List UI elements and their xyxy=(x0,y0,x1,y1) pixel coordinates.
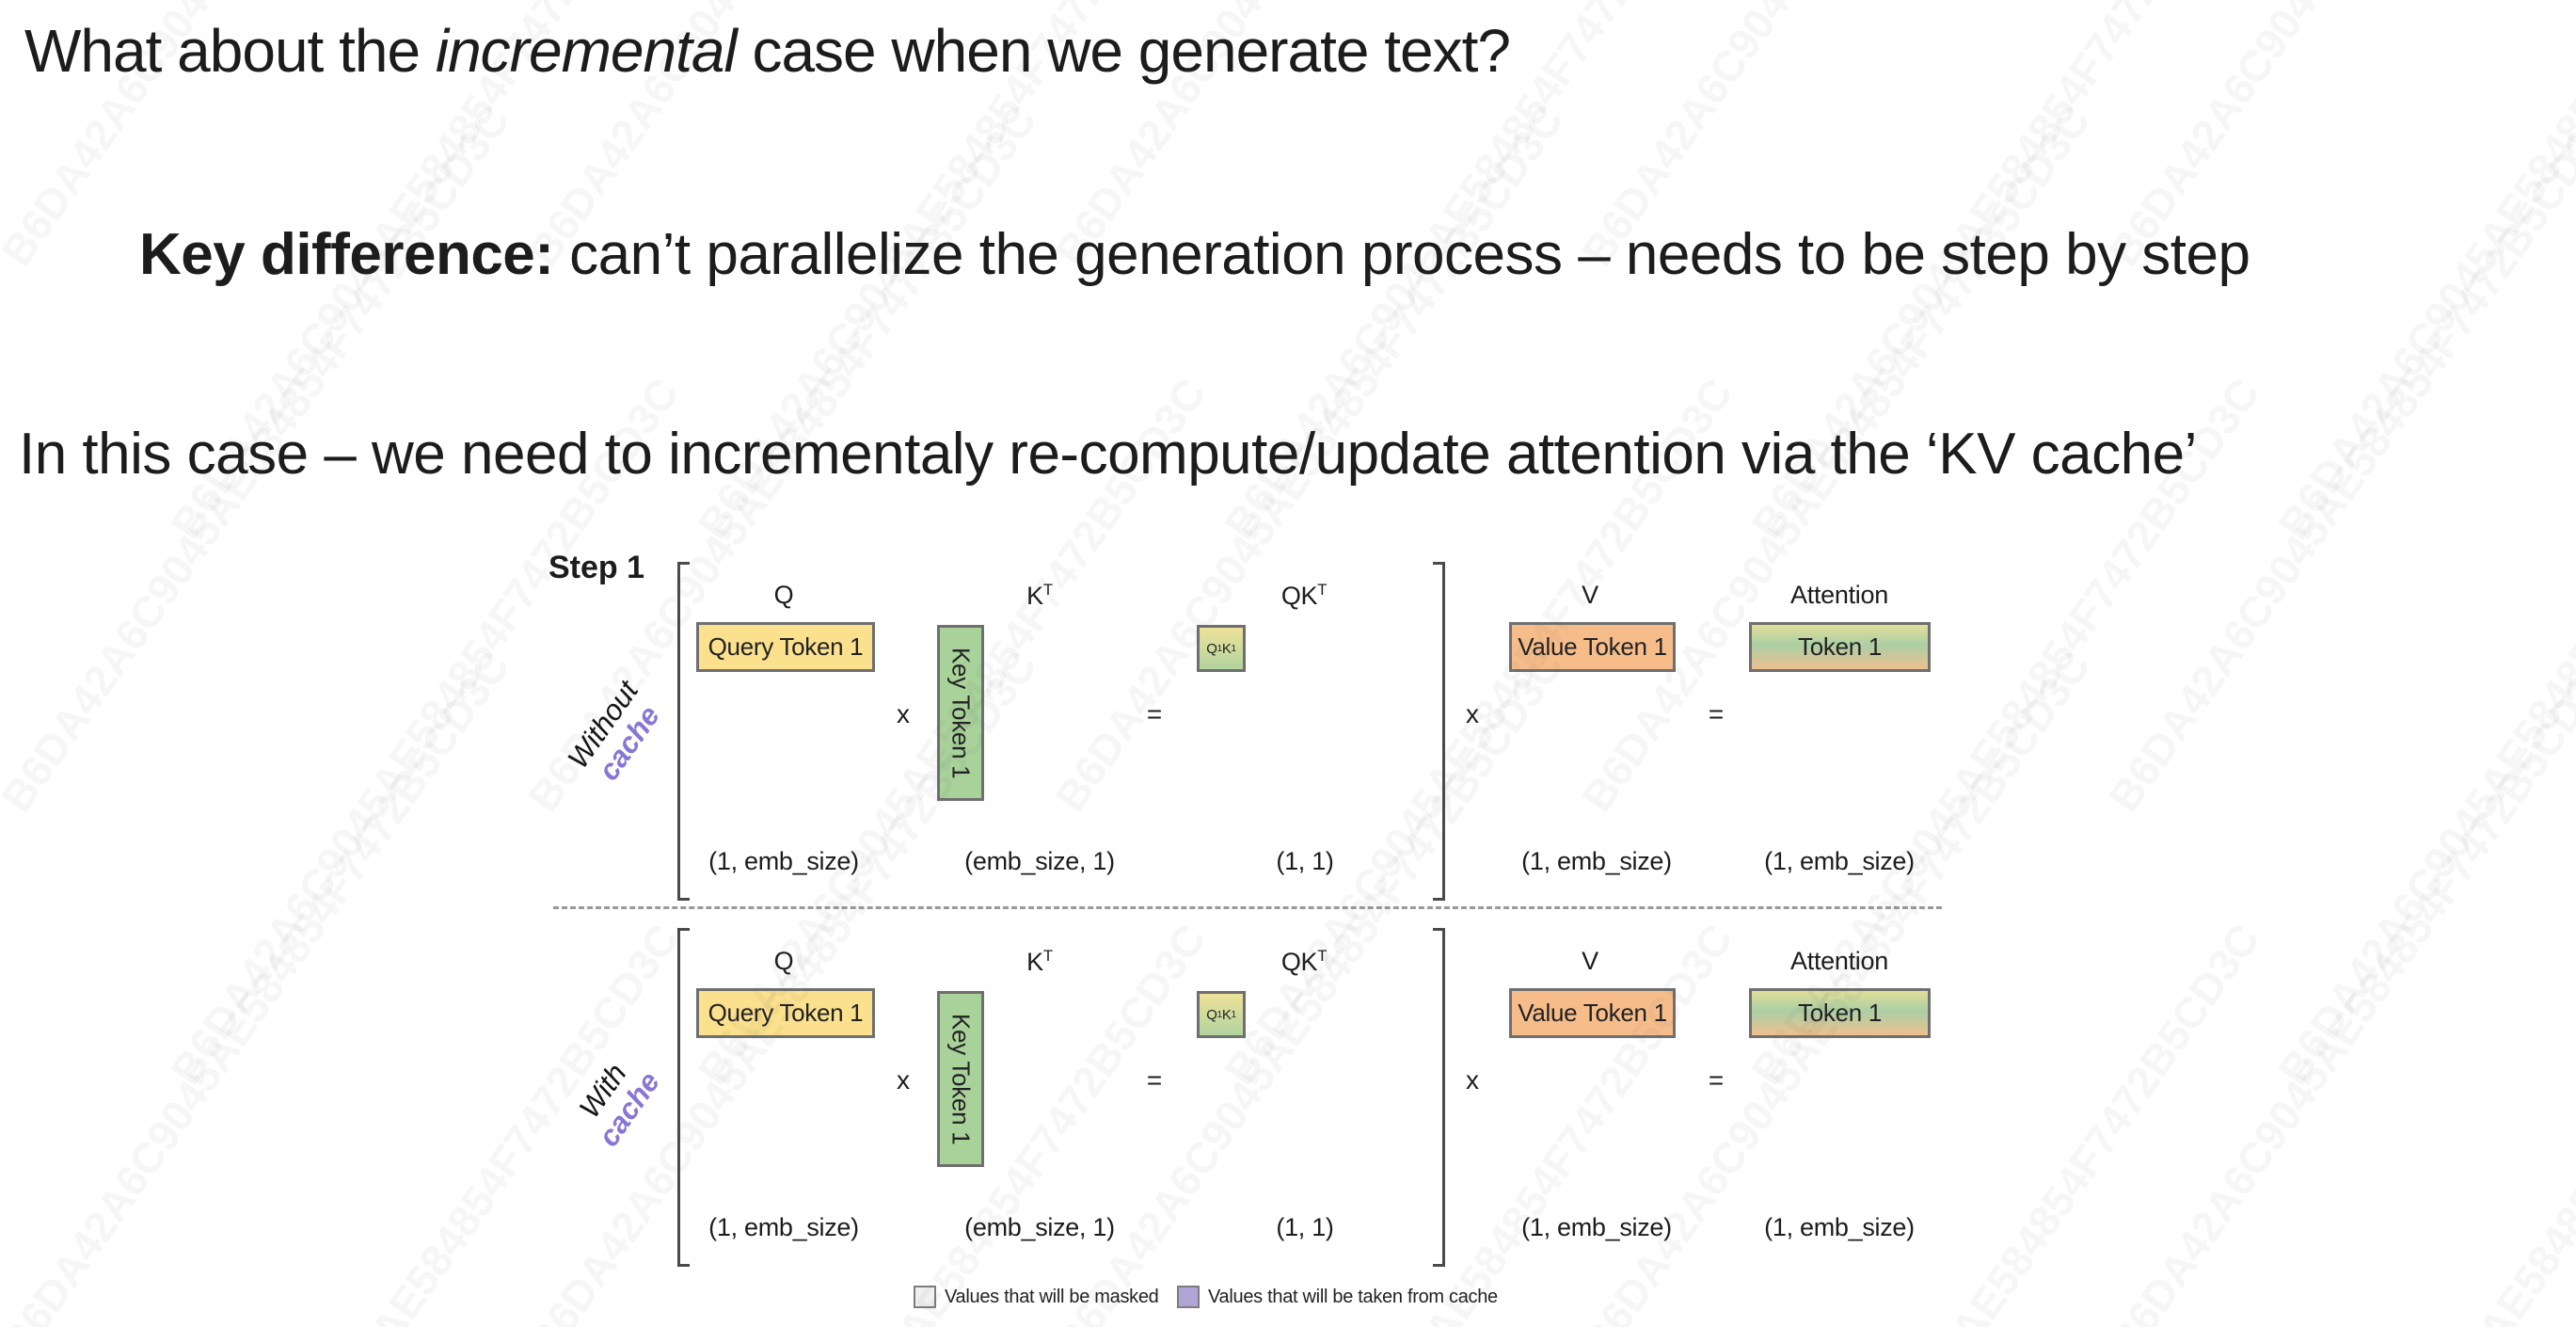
k-dim: (emb_size, 1) xyxy=(964,847,1115,875)
attention-header: Attention xyxy=(1790,581,1888,609)
equals-sign: = xyxy=(1708,1065,1725,1095)
qk-q-sub: 1 xyxy=(1216,643,1223,654)
step-label: Step 1 xyxy=(549,550,645,585)
kt-sup: T xyxy=(1042,947,1053,965)
key-token-box: Key Token 1 xyxy=(937,625,984,801)
value-token-box: Value Token 1 xyxy=(1509,622,1676,672)
qk-dim: (1, 1) xyxy=(1276,847,1334,875)
qkt-header: QKT xyxy=(1229,581,1379,611)
legend-item-cache: Values that will be taken from cache xyxy=(1177,1286,1498,1308)
attention-dim: (1, emb_size) xyxy=(1764,847,1915,875)
qk-q: Q xyxy=(1206,1006,1217,1023)
kt-header: KT xyxy=(964,581,1115,611)
masked-swatch-icon xyxy=(914,1286,936,1308)
qkt-sup: T xyxy=(1317,947,1328,965)
multiply-sign: x xyxy=(1466,1065,1479,1095)
qk-dim: (1, 1) xyxy=(1276,1213,1334,1241)
v-header: V xyxy=(1582,947,1598,975)
multiply-sign: x xyxy=(1466,699,1479,728)
row-without-cache: Without cache Q KT QKT V Attention Query… xyxy=(0,562,2576,910)
kt-sup: T xyxy=(1042,581,1053,599)
qkt-header: QKT xyxy=(1229,947,1379,977)
attention-dim: (1, emb_size) xyxy=(1764,1213,1915,1241)
qk-k: K xyxy=(1221,640,1232,657)
cache-swatch-icon xyxy=(1177,1286,1200,1308)
q-dim: (1, emb_size) xyxy=(708,1213,859,1241)
kt-base: K xyxy=(1026,948,1043,976)
q-header: Q xyxy=(773,947,794,975)
qk-k: K xyxy=(1221,1006,1232,1023)
q-dim: (1, emb_size) xyxy=(708,847,859,875)
key-difference-label: Key difference: xyxy=(139,222,554,287)
q-header: Q xyxy=(773,581,794,609)
qk-q-sub: 1 xyxy=(1216,1009,1223,1020)
key-difference-text: can’t parallelize the generation process… xyxy=(553,222,2250,287)
v-dim: (1, emb_size) xyxy=(1521,847,1672,875)
qkt-sup: T xyxy=(1317,581,1328,599)
legend-item-masked: Values that will be masked xyxy=(914,1286,1159,1308)
headline-question-pre: What about the xyxy=(24,17,436,85)
open-bracket xyxy=(677,928,690,1267)
legend-masked-label: Values that will be masked xyxy=(945,1286,1159,1307)
attention-header: Attention xyxy=(1790,947,1888,975)
legend-cache-label: Values that will be taken from cache xyxy=(1208,1286,1498,1307)
query-token-box: Query Token 1 xyxy=(696,622,875,672)
equals-sign: = xyxy=(1708,699,1725,728)
qk-k-sub: 1 xyxy=(1231,1009,1237,1020)
multiply-sign: x xyxy=(897,699,910,728)
attention-token-box: Token 1 xyxy=(1749,988,1931,1038)
headline-question-italic: incremental xyxy=(435,17,738,85)
kt-header: KT xyxy=(964,947,1115,977)
kt-base: K xyxy=(1026,582,1043,610)
key-token-box: Key Token 1 xyxy=(937,991,984,1167)
qk-k-sub: 1 xyxy=(1231,643,1237,654)
v-dim: (1, emb_size) xyxy=(1521,1213,1672,1241)
close-bracket xyxy=(1433,562,1445,901)
query-token-box: Query Token 1 xyxy=(696,988,875,1038)
row-with-cache: With cache Q KT QKT V Attention Query To… xyxy=(0,928,2576,1276)
qk-q: Q xyxy=(1206,640,1217,657)
key-difference-line: Key difference: can’t parallelize the ge… xyxy=(139,218,2250,292)
dashed-separator xyxy=(553,906,1942,909)
equals-sign: = xyxy=(1146,1065,1163,1095)
close-bracket xyxy=(1433,928,1445,1267)
qkt-base: QK xyxy=(1280,948,1318,976)
headline-question-post: case when we generate text? xyxy=(736,17,1511,85)
value-token-box: Value Token 1 xyxy=(1509,988,1676,1038)
equals-sign: = xyxy=(1146,699,1163,728)
headline-question: What about the incremental case when we … xyxy=(24,13,1511,88)
kv-cache-line: In this case – we need to incrementaly r… xyxy=(19,422,2197,487)
multiply-sign: x xyxy=(897,1065,910,1095)
qkt-base: QK xyxy=(1280,582,1318,610)
open-bracket xyxy=(677,562,690,901)
v-header: V xyxy=(1582,581,1598,609)
k-dim: (emb_size, 1) xyxy=(964,1213,1115,1241)
attention-token-box: Token 1 xyxy=(1749,622,1931,672)
